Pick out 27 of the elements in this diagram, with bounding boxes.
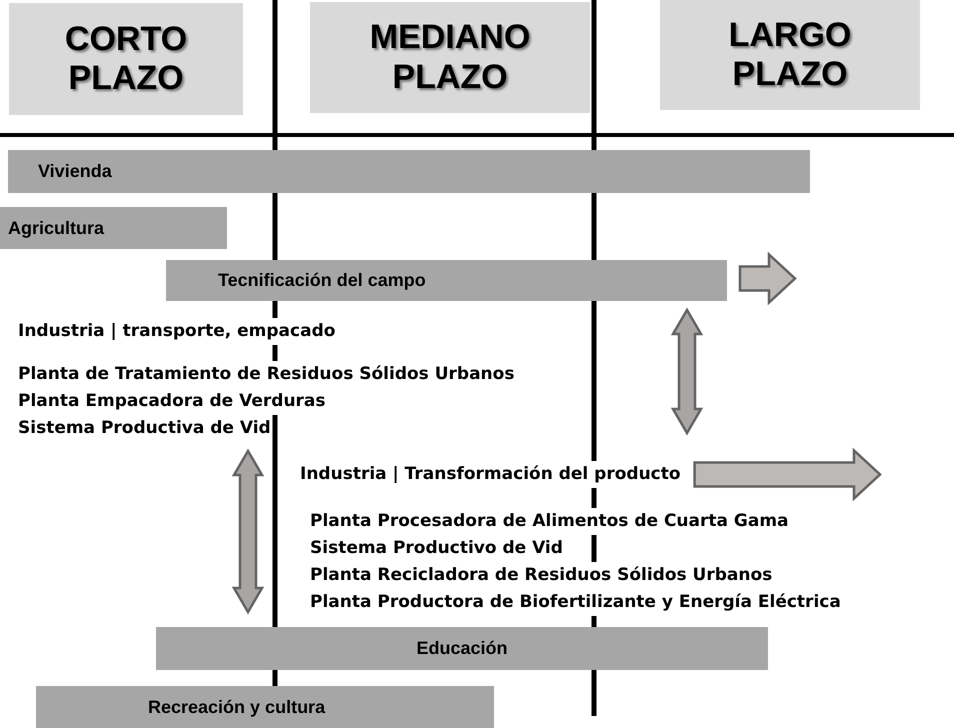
group-heading: Industria | Transformación del producto [300,461,681,488]
bar-label: Recreación y cultura [148,696,326,718]
column-header [310,2,590,113]
bar-label: Agricultura [8,218,104,238]
list-item: Planta Productora de Biofertilizante y Energía Eléctrica [310,589,841,616]
block-arrow [693,448,882,502]
list-item: Planta de Tratamiento de Residuos Sólidos Urbanos [18,361,514,388]
column-header [9,3,243,115]
bar-label: Tecnificación del campo [218,270,426,291]
timeline-bar [0,207,227,249]
list-item: Planta Recicladora de Residuos Sólidos Urbanos [310,562,772,589]
header-label: LARGO PLAZO [728,16,852,94]
double-block-arrow [232,448,264,614]
timeline-bar [8,150,810,193]
double-block-arrow [670,308,704,436]
timeline-bar [156,627,768,670]
header-label: MEDIANO PLAZO [368,18,532,97]
bar-label: Educación [416,638,508,659]
list-item: Planta Empacadora de Verduras [18,388,326,415]
column-header [660,0,920,110]
header-label: CORTO PLAZO [64,20,188,98]
list-item: Planta Procesadora de Alimentos de Cuarta Gama [310,508,789,535]
bar-label: Vivienda [38,161,112,182]
timeline-bar [36,686,494,728]
timeline-bar [166,260,727,301]
block-arrow [738,252,797,306]
group-heading: Industria | transporte, empacado [18,318,336,345]
